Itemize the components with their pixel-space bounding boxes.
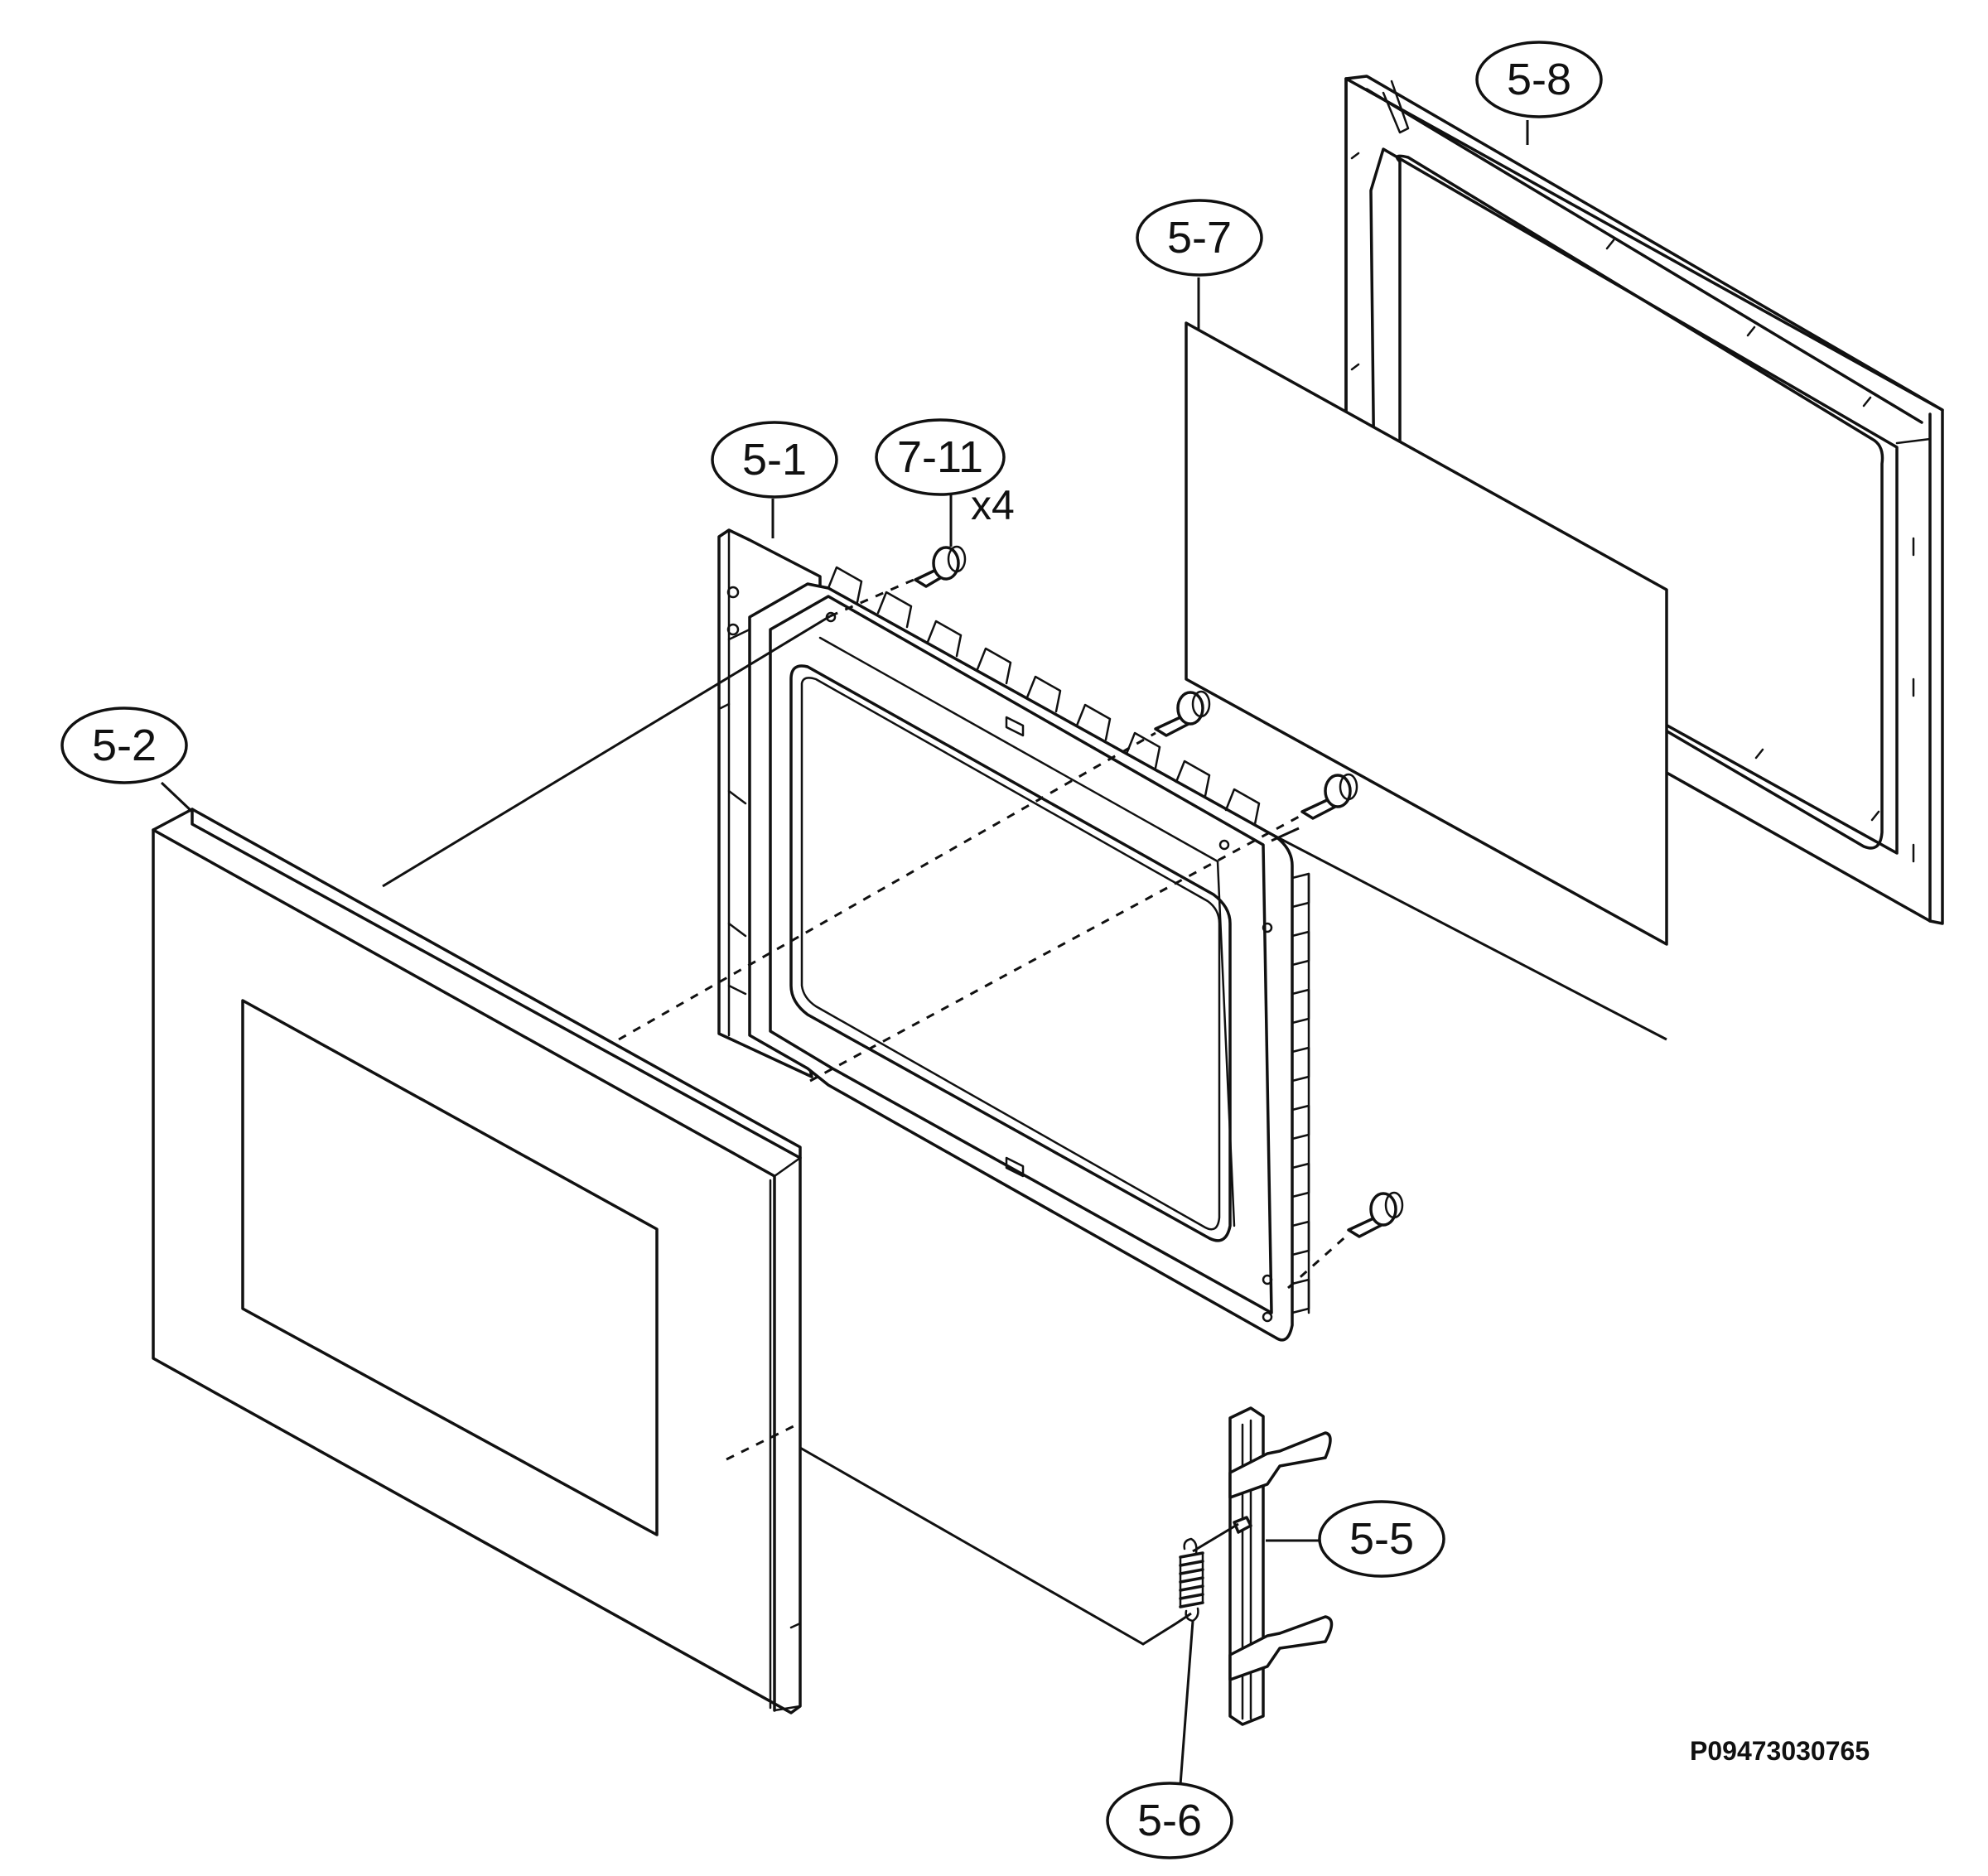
- callout-7-11: 7-11: [875, 418, 1006, 496]
- drawing-code: P09473030765: [1690, 1736, 1870, 1766]
- callout-5-1: 5-1: [711, 421, 838, 499]
- assembly-lines: [382, 578, 1667, 1646]
- part-5-7-glass-sheet: [1185, 277, 1668, 946]
- callout-5-7: 5-7: [1136, 199, 1263, 277]
- callout-5-5-label: 5-5: [1349, 1514, 1414, 1564]
- part-7-11-screw-1: [914, 545, 967, 588]
- callout-5-7-label: 5-7: [1167, 213, 1232, 263]
- part-7-11-screw-3: [1300, 773, 1358, 820]
- part-7-11-screw-2: [1154, 690, 1211, 737]
- callout-5-5: 5-5: [1318, 1500, 1445, 1578]
- leader-5-2: [160, 781, 194, 813]
- callout-5-2: 5-2: [60, 707, 188, 784]
- callout-5-2-label: 5-2: [92, 721, 157, 770]
- callout-5-1-label: 5-1: [742, 435, 807, 485]
- part-7-11-screw-4: [1347, 1191, 1404, 1238]
- callout-5-8-label: 5-8: [1507, 55, 1571, 104]
- callout-7-11-label: 7-11: [897, 432, 983, 482]
- callout-5-6: 5-6: [1106, 1782, 1233, 1859]
- leader-5-6: [1179, 1620, 1194, 1786]
- part-5-8-door-inner-panel: [1344, 75, 1944, 925]
- callout-5-8: 5-8: [1475, 41, 1603, 118]
- callout-5-6-label: 5-6: [1137, 1796, 1202, 1845]
- quantity-note: x4: [971, 482, 1015, 528]
- part-5-6-spring: [1179, 1537, 1204, 1786]
- part-5-2-door-outer-panel: [152, 808, 802, 1714]
- part-5-5-latch-lever: [1228, 1406, 1334, 1726]
